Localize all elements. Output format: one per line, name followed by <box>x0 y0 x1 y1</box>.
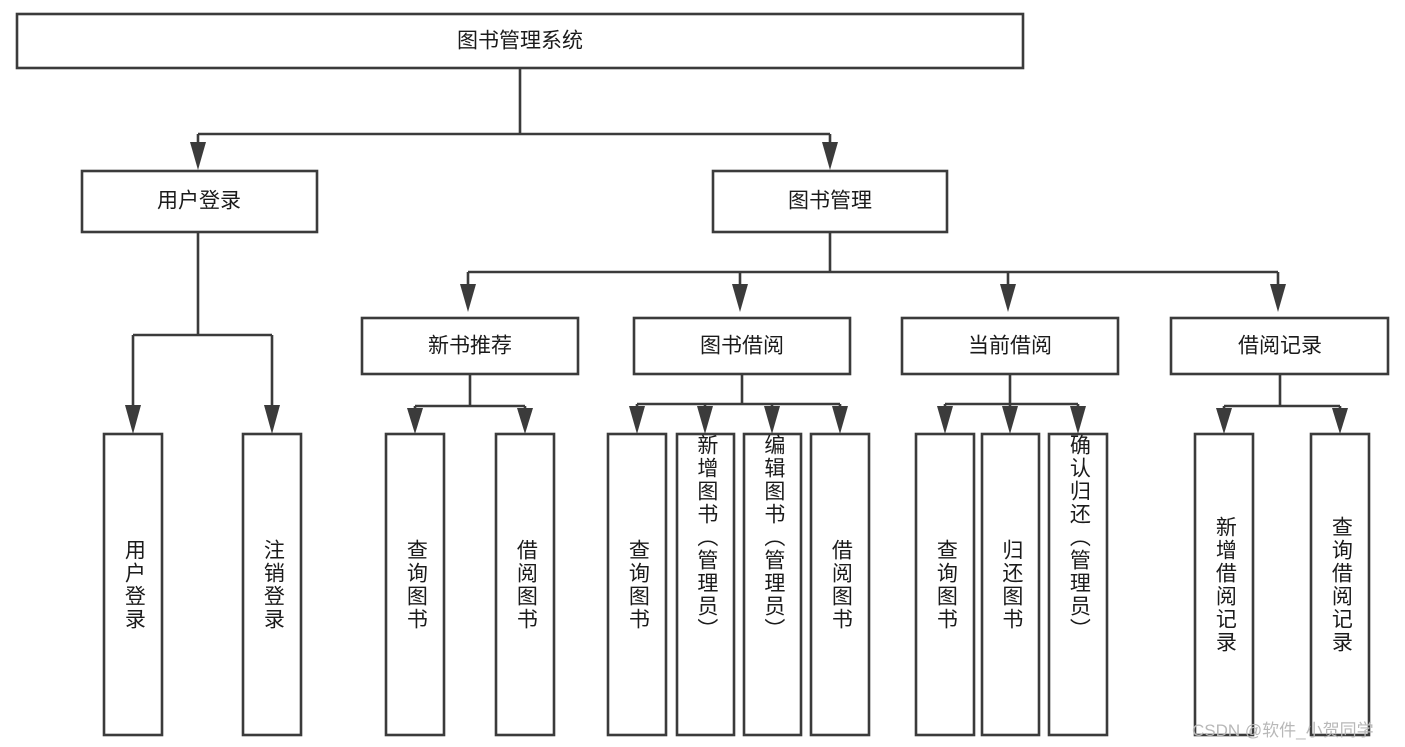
leaf-new-book-1-rect <box>494 432 556 737</box>
leaf-borrow-record-0[interactable] <box>1193 432 1255 737</box>
leaf-borrow-record-1-rect <box>1309 432 1371 737</box>
leaf-current-borrow-2[interactable] <box>1047 432 1109 737</box>
node-current-borrow-rect <box>900 316 1120 376</box>
leaf-user-login-1[interactable] <box>241 432 303 737</box>
node-current-borrow-label: 当前借阅 <box>968 335 1052 358</box>
node-book-borrow[interactable]: 图书借阅 <box>632 316 852 376</box>
leaf-current-borrow-0[interactable] <box>914 432 976 737</box>
arrow-current-borrow-leaf-0 <box>937 406 953 434</box>
connectors-book-borrow-to-leaves <box>629 374 848 434</box>
leaf-book-borrow-0[interactable] <box>606 432 668 737</box>
node-user-login[interactable]: 用户登录 <box>80 169 319 234</box>
connectors-current-borrow-to-leaves <box>937 374 1086 434</box>
node-new-book-recommend[interactable]: 新书推荐 <box>360 316 580 376</box>
connectors-user-login-to-leaves <box>125 232 280 434</box>
leaf-book-borrow-2[interactable] <box>742 432 803 737</box>
arrow-book-borrow-leaf-0 <box>629 406 645 434</box>
arrow-book-mgmt-to-book-borrow <box>732 284 748 312</box>
leaf-current-borrow-0-rect <box>914 432 976 737</box>
arrow-book-mgmt-to-current-borrow <box>1000 284 1016 312</box>
node-new-book-recommend-rect <box>360 316 580 376</box>
leaf-book-borrow-3[interactable] <box>809 432 871 737</box>
arrow-current-borrow-leaf-1 <box>1002 406 1018 434</box>
leaf-book-borrow-0-rect <box>606 432 668 737</box>
arrow-root-to-user-login <box>190 142 206 170</box>
leaf-user-login-1-rect <box>241 432 303 737</box>
node-book-management-label: 图书管理 <box>788 190 872 213</box>
node-book-management[interactable]: 图书管理 <box>711 169 949 234</box>
arrow-book-borrow-leaf-2 <box>764 406 780 434</box>
arrow-root-to-book-mgmt <box>822 142 838 170</box>
node-borrow-record-rect <box>1169 316 1390 376</box>
node-book-management-rect <box>711 169 949 234</box>
connectors-root-to-level2 <box>190 68 838 170</box>
connectors-book-mgmt-to-level3 <box>460 232 1286 312</box>
connectors-new-book-to-leaves <box>407 374 533 434</box>
leaf-user-login-0[interactable] <box>102 432 164 737</box>
arrow-book-borrow-leaf-1 <box>697 406 713 434</box>
leaf-book-borrow-1[interactable] <box>675 432 736 737</box>
node-user-login-rect <box>80 169 319 234</box>
arrow-borrow-record-leaf-0 <box>1216 408 1232 434</box>
leaf-user-login-0-rect <box>102 432 164 737</box>
arrow-current-borrow-leaf-2 <box>1070 406 1086 434</box>
leaf-new-book-0[interactable] <box>384 432 446 737</box>
arrow-book-borrow-leaf-3 <box>832 406 848 434</box>
node-current-borrow[interactable]: 当前借阅 <box>900 316 1120 376</box>
node-user-login-label: 用户登录 <box>157 190 241 213</box>
node-root-rect <box>15 12 1025 70</box>
arrow-book-mgmt-to-borrow-record <box>1270 284 1286 312</box>
arrow-book-mgmt-to-new-book <box>460 284 476 312</box>
node-book-borrow-label: 图书借阅 <box>700 335 784 358</box>
arrow-new-book-leaf-0 <box>407 408 423 434</box>
node-borrow-record[interactable]: 借阅记录 <box>1169 316 1390 376</box>
leaf-book-borrow-2-rect <box>742 432 803 737</box>
leaf-current-borrow-1-rect <box>980 432 1041 737</box>
node-root-label: 图书管理系统 <box>457 30 583 53</box>
leaf-borrow-record-1[interactable] <box>1309 432 1371 737</box>
leaf-new-book-0-rect <box>384 432 446 737</box>
connectors-borrow-record-to-leaves <box>1216 374 1348 434</box>
node-borrow-record-label: 借阅记录 <box>1238 335 1322 358</box>
arrow-user-login-leaf-0 <box>125 405 141 434</box>
arrow-user-login-leaf-1 <box>264 405 280 434</box>
leaf-borrow-record-0-rect <box>1193 432 1255 737</box>
leaf-book-borrow-3-rect <box>809 432 871 737</box>
leaf-new-book-1[interactable] <box>494 432 556 737</box>
leaf-current-borrow-2-rect <box>1047 432 1109 737</box>
node-book-borrow-rect <box>632 316 852 376</box>
arrow-borrow-record-leaf-1 <box>1332 408 1348 434</box>
node-new-book-recommend-label: 新书推荐 <box>428 335 512 358</box>
arrow-new-book-leaf-1 <box>517 408 533 434</box>
leaf-book-borrow-1-rect <box>675 432 736 737</box>
leaf-current-borrow-1[interactable] <box>980 432 1041 737</box>
node-root[interactable]: 图书管理系统 <box>15 12 1025 70</box>
